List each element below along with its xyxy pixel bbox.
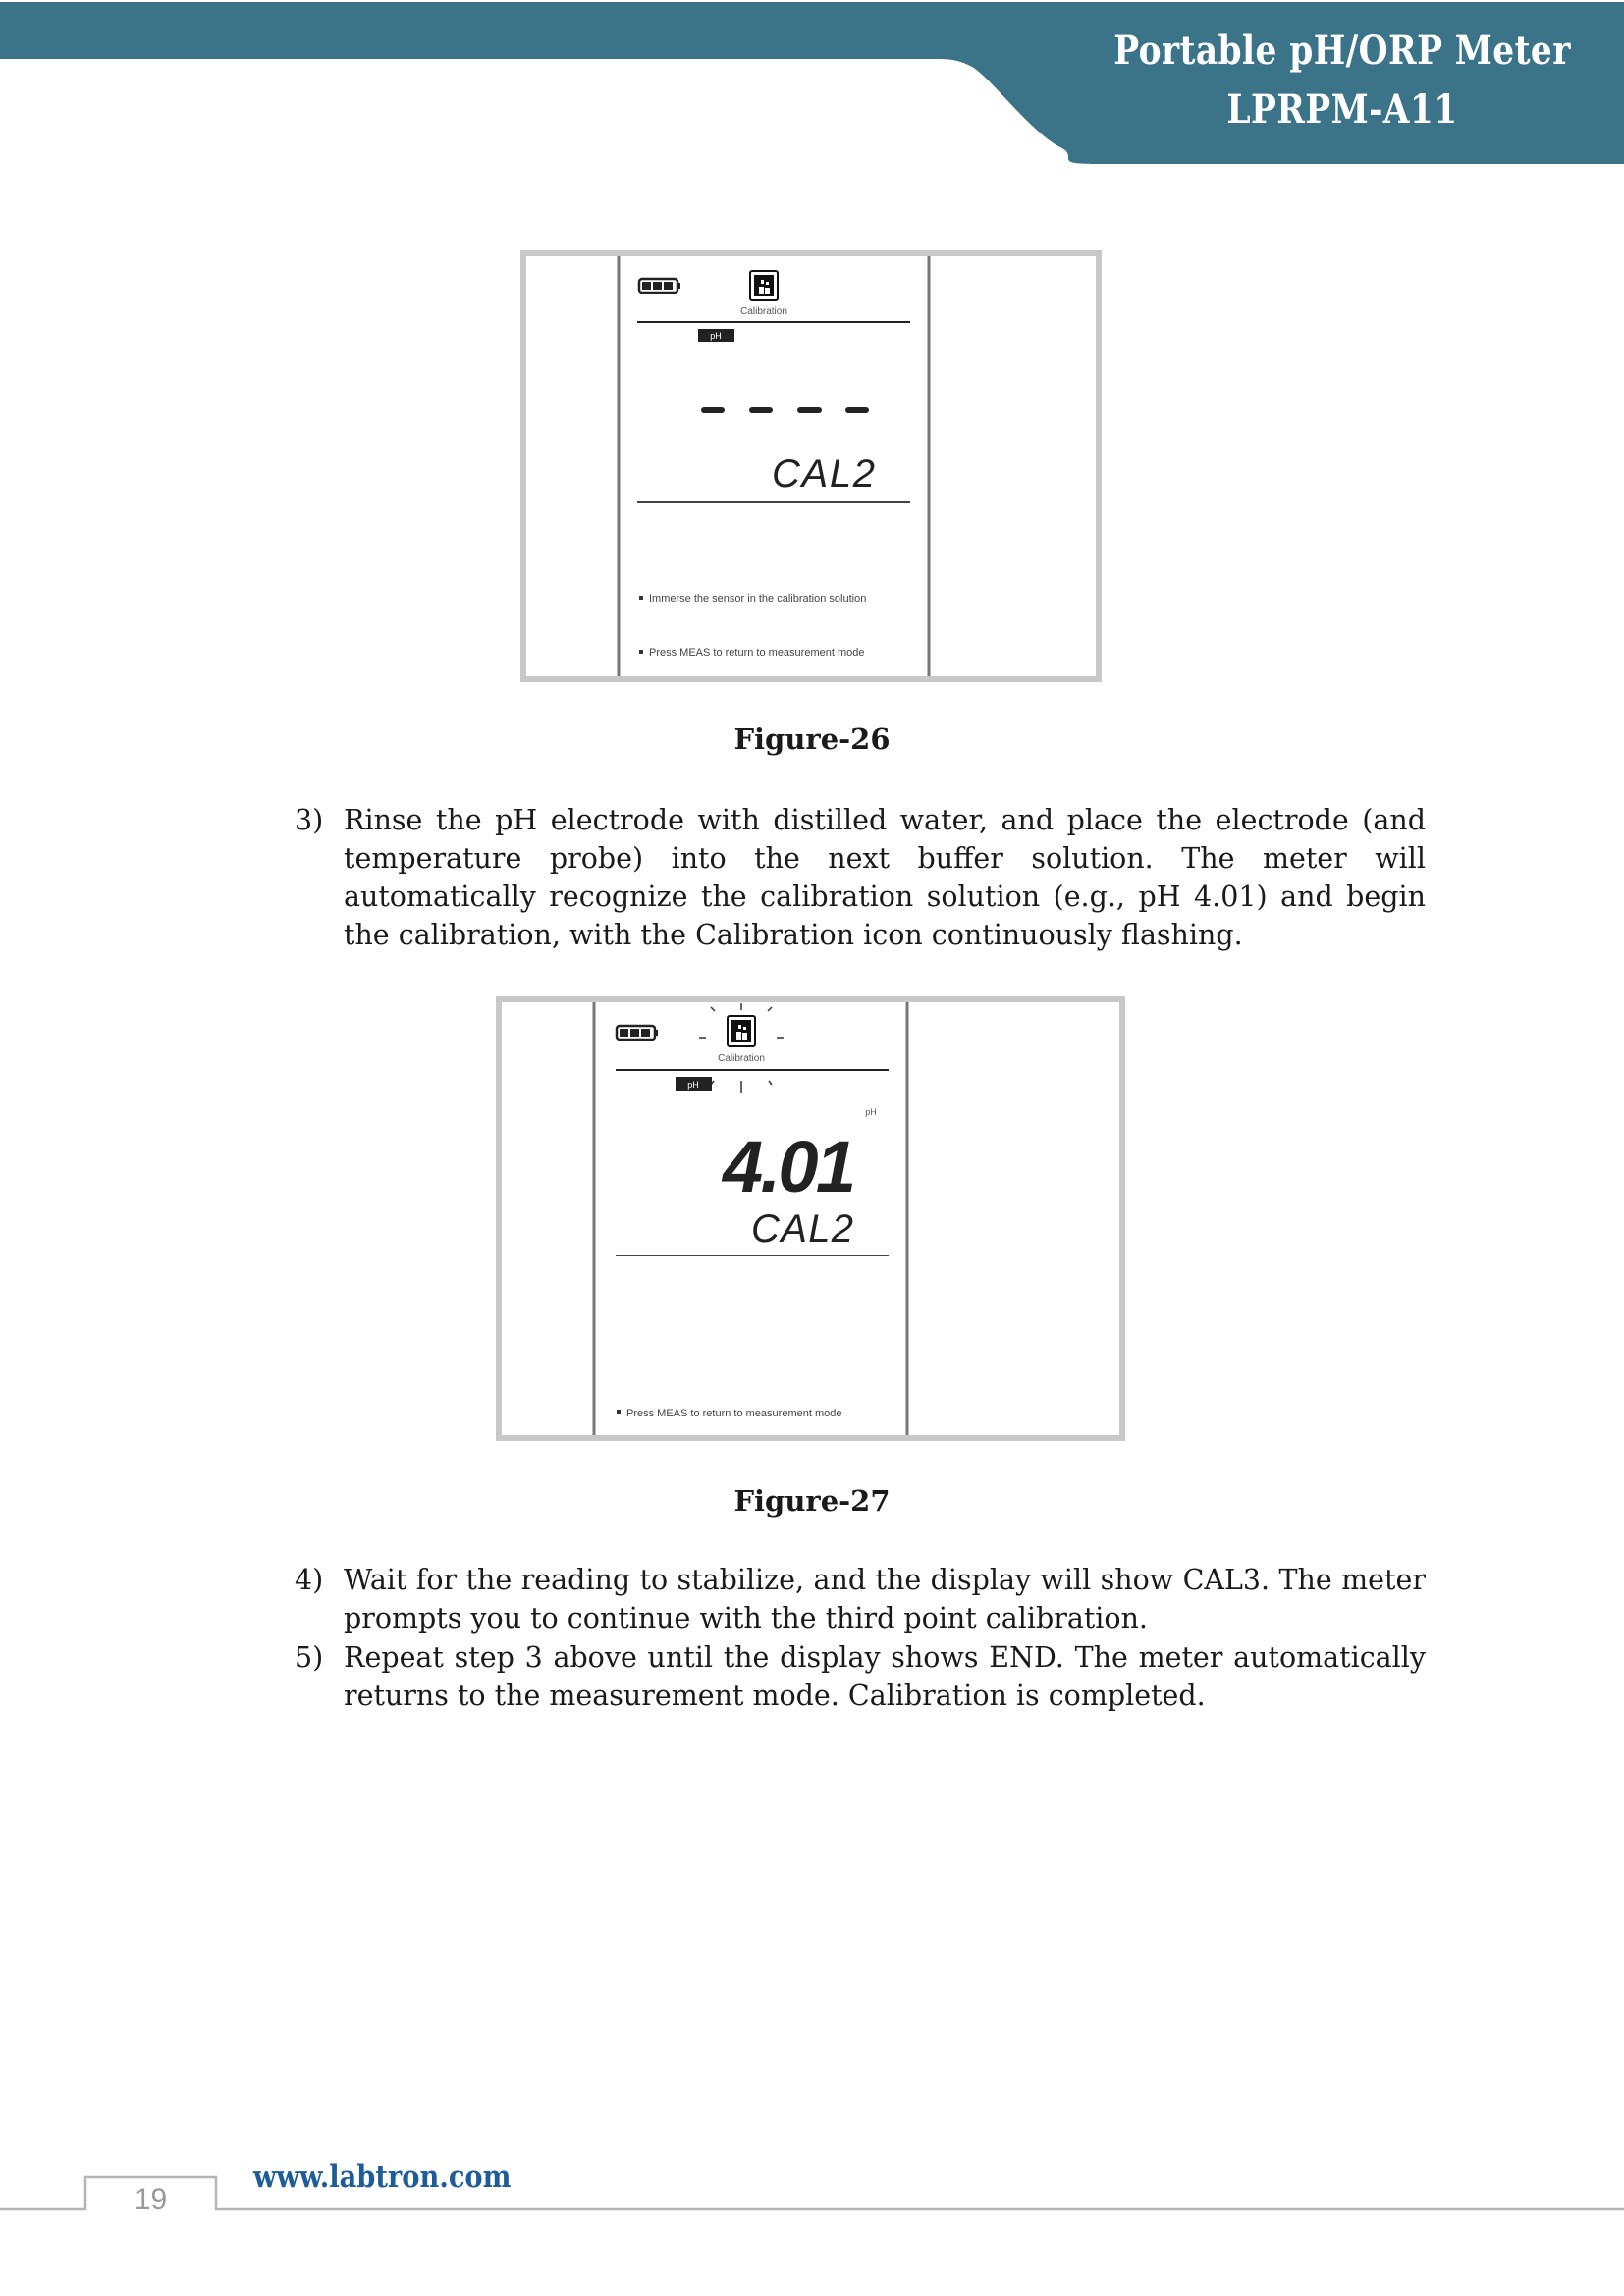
page-number: 19 [134, 2183, 168, 2216]
header-band [0, 2, 1624, 164]
sub-reading: CAL2 [751, 1207, 853, 1251]
calibration-label: Calibration [718, 1053, 765, 1064]
footer-rule [0, 2175, 1624, 2211]
ph-badge-label: pH [710, 331, 722, 341]
battery-full-icon [615, 1024, 658, 1041]
figure-26-caption: Figure-26 [733, 722, 891, 756]
figure-27-caption: Figure-27 [733, 1484, 891, 1518]
step-text: Wait for the reading to stabilize, and t… [344, 1564, 1426, 1634]
hint-1: Immerse the sensor in the calibration so… [649, 593, 866, 605]
website-link[interactable]: www.labtron.com [253, 2160, 512, 2195]
calibration-label: Calibration [740, 306, 787, 317]
calibration-icon-flashing [727, 1015, 756, 1047]
step-text: Repeat step 3 above until the display sh… [344, 1641, 1426, 1712]
step-number: 3) [295, 804, 324, 836]
main-reading: 4.01 [721, 1126, 856, 1207]
battery-full-icon [637, 277, 680, 294]
dash-reading [701, 407, 869, 413]
step-text: Rinse the pH electrode with distilled wa… [344, 804, 1426, 951]
step-3: 3) Rinse the pH electrode with distilled… [295, 801, 1426, 954]
hint-2: Press MEAS to return to measurement mode [649, 647, 864, 659]
step-number: 4) [295, 1564, 324, 1596]
calibration-icon [749, 270, 779, 301]
step-number: 5) [295, 1641, 324, 1674]
ph-badge [676, 1077, 712, 1091]
step-5: 5) Repeat step 3 above until the display… [295, 1638, 1426, 1715]
ph-badge-label: pH [687, 1080, 699, 1090]
figure-26-lcd: Calibration pH CAL2 Immerse the sensor i… [520, 250, 1102, 682]
header-title-line2: LPRPM-A11 [1226, 86, 1458, 133]
header-title-line1: Portable pH/ORP Meter [1113, 27, 1571, 74]
figure-27-lcd: Calibration pH pH 4.01 CAL2 Press MEAS t… [496, 996, 1125, 1441]
flash-rays-icon [699, 1003, 784, 1093]
ph-badge [698, 329, 734, 342]
hint-1: Press MEAS to return to measurement mode [626, 1408, 841, 1419]
step-4: 4) Wait for the reading to stabilize, an… [295, 1561, 1426, 1637]
unit-label: pH [865, 1107, 877, 1117]
sub-reading: CAL2 [772, 453, 875, 496]
